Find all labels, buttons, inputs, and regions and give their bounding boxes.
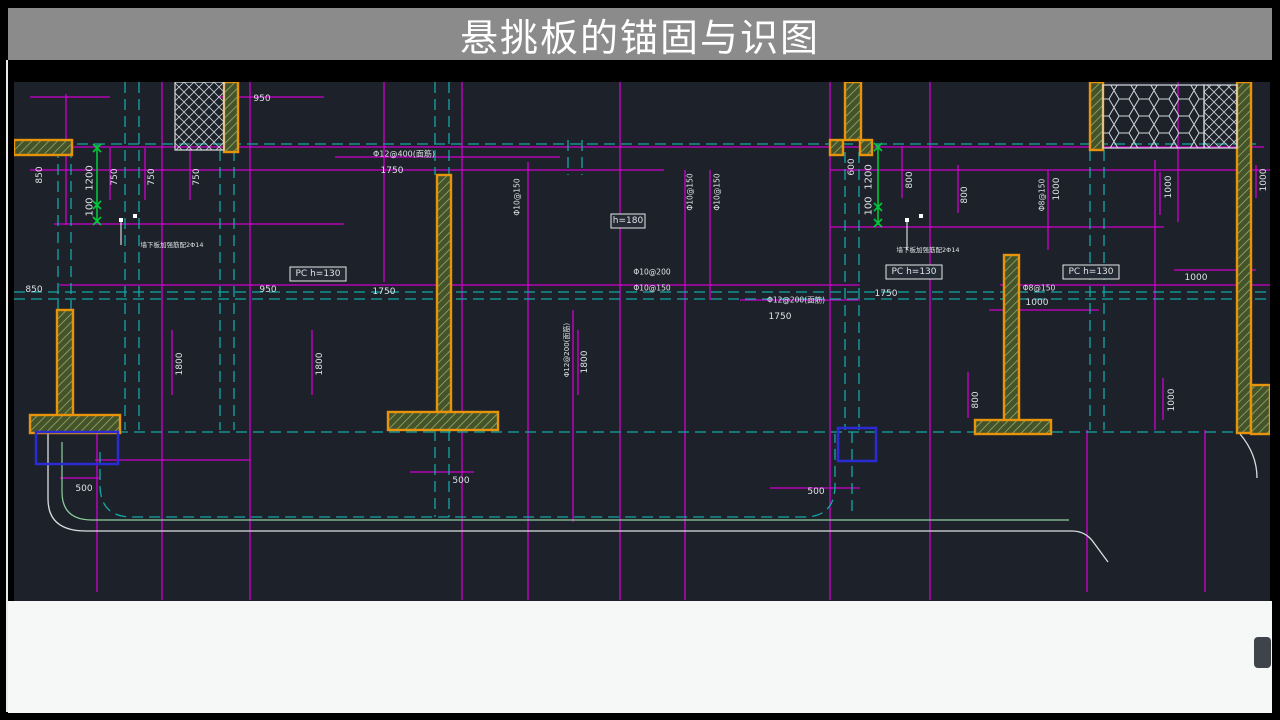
cad-label: PC h=130 <box>296 269 341 279</box>
cad-label: 1800 <box>175 352 185 375</box>
cad-label: Φ12@200(面筋) <box>767 295 825 305</box>
cad-label: 1200 <box>85 165 96 190</box>
cad-label: 850 <box>35 166 45 183</box>
cad-label: 1750 <box>769 312 792 322</box>
cad-label: 950 <box>259 285 276 295</box>
slab-edge-lines <box>47 433 1258 563</box>
label-box <box>289 266 347 282</box>
cad-label: 100 <box>85 197 96 216</box>
cad-label: 1800 <box>580 350 590 373</box>
cad-label: 1000 <box>1052 177 1062 200</box>
label-box <box>1062 264 1120 280</box>
scrollbar-thumb[interactable] <box>1254 637 1271 668</box>
cad-label: 1000 <box>1164 175 1174 198</box>
cad-label: 950 <box>253 94 270 104</box>
cad-label: 750 <box>147 168 157 185</box>
cad-label: 600 <box>847 158 857 175</box>
cad-label: 墙下板加强筋配2Φ14 <box>140 240 203 249</box>
cad-label: Φ8@150 <box>1038 179 1047 212</box>
cad-label: 500 <box>807 487 824 497</box>
cad-label: Φ10@150 <box>713 173 722 210</box>
cad-label: 800 <box>905 171 915 188</box>
green-dimension-lines <box>92 142 883 228</box>
cad-label: Φ10@200 <box>633 268 670 277</box>
lecture-title-bar: 悬挑板的锚固与识图 <box>8 8 1272 60</box>
cad-label: 1800 <box>315 352 325 375</box>
cad-label: 500 <box>452 476 469 486</box>
blue-element-outlines <box>34 426 878 466</box>
cad-label: Φ10@150 <box>513 178 522 215</box>
magenta-grid-lines <box>30 82 1270 600</box>
label-box <box>885 264 943 280</box>
cad-label: 100 <box>864 196 875 215</box>
cad-label: 1200 <box>864 164 875 189</box>
cad-drawing: 950Φ12@400(面筋)17508501200100750750750墙下板… <box>14 82 1270 600</box>
lecture-title: 悬挑板的锚固与识图 <box>459 15 820 60</box>
cad-label: 1000 <box>1167 388 1177 411</box>
cad-label: Φ10@150 <box>686 173 695 210</box>
cad-label: 500 <box>75 484 92 494</box>
shear-walls <box>14 82 1270 436</box>
hatched-regions <box>174 82 1238 151</box>
cad-label: Φ12@200(面筋) <box>562 323 571 378</box>
cad-label: Φ8@150 <box>1023 284 1056 293</box>
leader-lines <box>119 214 923 250</box>
cad-label: 1000 <box>1026 298 1049 308</box>
cad-label: 800 <box>960 186 970 203</box>
label-box <box>610 213 646 229</box>
cad-label: 750 <box>110 168 120 185</box>
cad-label: 1000 <box>1185 273 1208 283</box>
cad-label: 1750 <box>381 166 404 176</box>
cad-label: Φ10@150 <box>633 284 670 293</box>
cad-label: 800 <box>971 391 981 408</box>
cad-label: 850 <box>25 285 42 295</box>
cad-label: 1750 <box>373 287 396 297</box>
cad-label: 1000 <box>1259 168 1269 191</box>
page-edge-line <box>6 60 8 712</box>
cad-label: 750 <box>192 168 202 185</box>
dashed-axis-lines <box>14 82 1270 518</box>
cad-label: PC h=130 <box>892 267 937 277</box>
cad-label: h=180 <box>613 216 644 226</box>
cad-label: 1750 <box>875 289 898 299</box>
cad-label: 墙下板加强筋配2Φ14 <box>896 245 959 254</box>
cad-label: Φ12@400(面筋) <box>373 149 435 159</box>
cad-label: PC h=130 <box>1069 267 1114 277</box>
document-blank-area <box>8 601 1272 713</box>
